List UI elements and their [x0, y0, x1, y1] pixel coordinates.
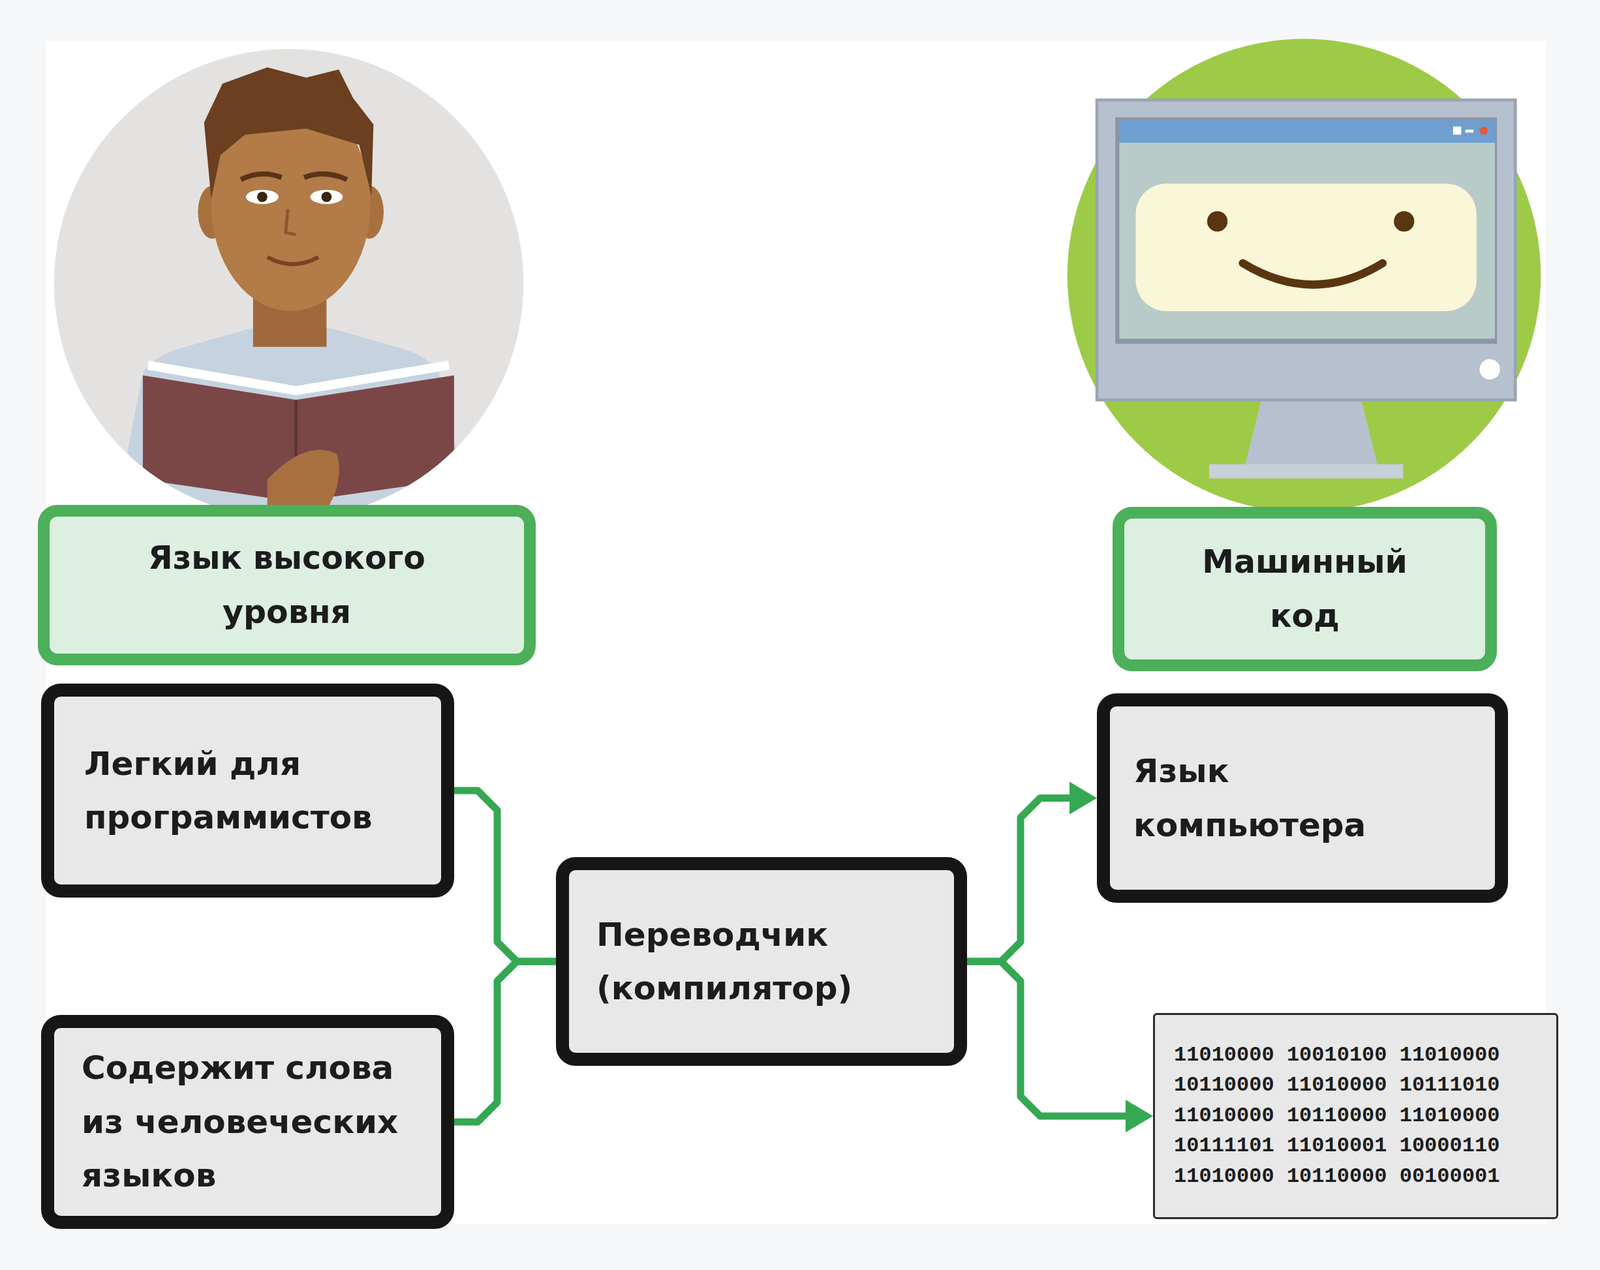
feature-box: Содержит слова из человеческих языков: [41, 1015, 455, 1230]
person-illustration: [54, 48, 524, 531]
process-box: Переводчик (компилятор): [555, 857, 968, 1067]
connector-path: [967, 798, 1071, 963]
connector-line: [454, 790, 556, 962]
box-label: Содержит слова из человеческих языков: [81, 1041, 422, 1204]
binary-code-box: 11010000 10010100 11010000 10110000 1101…: [1153, 1013, 1559, 1220]
box-label: Язык высокого уровня: [127, 531, 446, 641]
connector-path: [454, 790, 556, 962]
box-label: Легкий для программистов: [84, 737, 422, 846]
level-header: Язык высокого уровня: [37, 505, 536, 666]
level-header: Машинный код: [1112, 507, 1497, 672]
result-box: Язык компьютера: [1096, 693, 1508, 904]
feature-box: Легкий для программистов: [41, 683, 455, 898]
box-label: Машинный код: [1196, 535, 1414, 645]
connector-path: [967, 961, 1127, 1117]
connector-path: [454, 961, 556, 1123]
binary-text: 11010000 10010100 11010000 10110000 1101…: [1173, 1040, 1538, 1193]
computer-illustration: [1067, 38, 1542, 513]
arrow-head: [1069, 782, 1097, 816]
arrow-head: [1125, 1100, 1154, 1133]
box-label: Язык компьютера: [1133, 744, 1398, 853]
box-label: Переводчик (компилятор): [596, 908, 935, 1016]
connector-line: [454, 961, 556, 1123]
arrow-connector: [967, 782, 1097, 963]
arrow-connector: [967, 961, 1154, 1133]
